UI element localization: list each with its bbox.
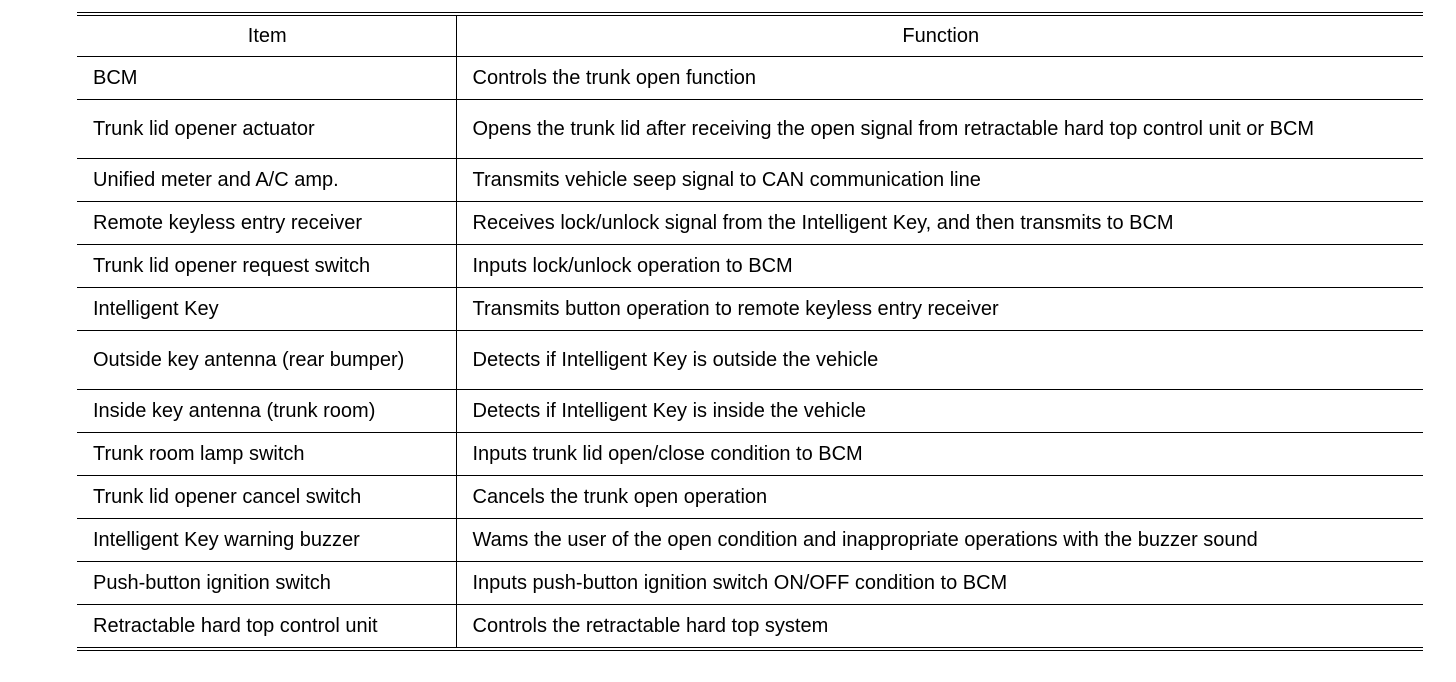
item-cell: Intelligent Key warning buzzer bbox=[77, 518, 457, 562]
function-cell: Opens the trunk lid after receiving the … bbox=[456, 99, 1423, 159]
item-cell: Unified meter and A/C amp. bbox=[77, 158, 457, 202]
table-row: Intelligent Key warning buzzer Wams the … bbox=[77, 518, 1423, 562]
table-row: Unified meter and A/C amp. Transmits veh… bbox=[77, 158, 1423, 202]
item-cell: Intelligent Key bbox=[77, 287, 457, 331]
item-cell: BCM bbox=[77, 56, 457, 100]
table-row: Remote keyless entry receiver Receives l… bbox=[77, 201, 1423, 245]
item-cell: Trunk lid opener request switch bbox=[77, 244, 457, 288]
column-header-item: Item bbox=[77, 14, 457, 57]
function-cell: Cancels the trunk open operation bbox=[456, 475, 1423, 519]
function-cell: Transmits vehicle seep signal to CAN com… bbox=[456, 158, 1423, 202]
function-cell: Detects if Intelligent Key is outside th… bbox=[456, 330, 1423, 390]
table-row: Retractable hard top control unit Contro… bbox=[77, 604, 1423, 650]
table-row: Intelligent Key Transmits button operati… bbox=[77, 287, 1423, 331]
component-function-table: Item Function BCM Controls the trunk ope… bbox=[77, 12, 1423, 651]
item-cell: Outside key antenna (rear bumper) bbox=[77, 330, 457, 390]
table-row: Push-button ignition switch Inputs push-… bbox=[77, 561, 1423, 605]
component-function-table-wrapper: Item Function BCM Controls the trunk ope… bbox=[77, 12, 1423, 651]
function-cell: Inputs lock/unlock operation to BCM bbox=[456, 244, 1423, 288]
function-cell: Inputs trunk lid open/close condition to… bbox=[456, 432, 1423, 476]
function-cell: Wams the user of the open condition and … bbox=[456, 518, 1423, 562]
item-cell: Trunk lid opener cancel switch bbox=[77, 475, 457, 519]
table-row: Trunk lid opener actuator Opens the trun… bbox=[77, 99, 1423, 159]
item-cell: Trunk room lamp switch bbox=[77, 432, 457, 476]
function-cell: Inputs push-button ignition switch ON/OF… bbox=[456, 561, 1423, 605]
table-row: Trunk lid opener request switch Inputs l… bbox=[77, 244, 1423, 288]
item-cell: Remote keyless entry receiver bbox=[77, 201, 457, 245]
function-cell: Controls the trunk open function bbox=[456, 56, 1423, 100]
function-cell: Receives lock/unlock signal from the Int… bbox=[456, 201, 1423, 245]
column-header-function: Function bbox=[456, 14, 1423, 57]
table-row: Trunk lid opener cancel switch Cancels t… bbox=[77, 475, 1423, 519]
function-cell: Detects if Intelligent Key is inside the… bbox=[456, 389, 1423, 433]
item-cell: Trunk lid opener actuator bbox=[77, 99, 457, 159]
item-cell: Inside key antenna (trunk room) bbox=[77, 389, 457, 433]
function-cell: Controls the retractable hard top system bbox=[456, 604, 1423, 650]
function-cell: Transmits button operation to remote key… bbox=[456, 287, 1423, 331]
item-cell: Retractable hard top control unit bbox=[77, 604, 457, 650]
table-header-row: Item Function bbox=[77, 14, 1423, 57]
table-row: BCM Controls the trunk open function bbox=[77, 56, 1423, 100]
table-row: Trunk room lamp switch Inputs trunk lid … bbox=[77, 432, 1423, 476]
table-row: Outside key antenna (rear bumper) Detect… bbox=[77, 330, 1423, 390]
table-row: Inside key antenna (trunk room) Detects … bbox=[77, 389, 1423, 433]
item-cell: Push-button ignition switch bbox=[77, 561, 457, 605]
